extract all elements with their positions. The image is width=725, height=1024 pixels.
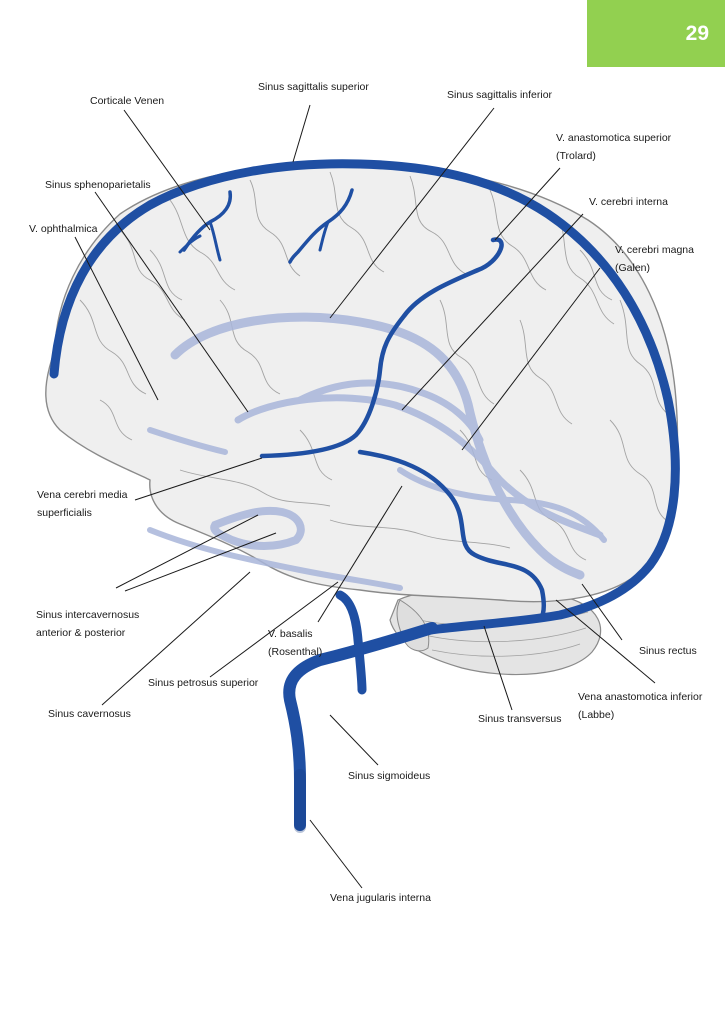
- label-sinus-sphenoparietalis: Sinus sphenoparietalis: [45, 179, 151, 191]
- label-sinus-sagittalis-superior: Sinus sagittalis superior: [258, 81, 369, 93]
- label-sinus-rectus: Sinus rectus: [639, 645, 697, 657]
- sinus-petrosus-path: [335, 590, 367, 695]
- label-v-basalis: V. basalis(Rosenthal): [268, 628, 323, 658]
- leader-lines: [74, 104, 656, 889]
- label-vena-anastomotica-inferior: Vena anastomotica inferior(Labbe): [578, 691, 703, 721]
- cortical-vein-2: [288, 188, 354, 264]
- label-sinus-sigmoideus: Sinus sigmoideus: [348, 770, 431, 782]
- sinus-sagittalis-superior-path: [49, 159, 680, 635]
- label-v-anastomotica-superior: V. anastomotica superior(Trolard): [556, 132, 672, 162]
- page-number: 29: [685, 21, 709, 45]
- label-v-ophthalmica: V. ophthalmica: [29, 223, 98, 235]
- sinus-sigmoideus-path: [283, 622, 438, 831]
- vena-anastomotica-inferior-path: [357, 449, 546, 623]
- label-corticale-venen: Corticale Venen: [90, 95, 165, 107]
- page-number-badge: 29: [587, 0, 725, 67]
- venous-sinuses: [49, 159, 680, 831]
- gyri: [79, 171, 669, 561]
- label-sinus-petrosus-superior: Sinus petrosus superior: [148, 677, 259, 689]
- label-sinus-sagittalis-inferior: Sinus sagittalis inferior: [447, 89, 553, 101]
- v-anastomotica-superior-path: [259, 237, 504, 459]
- label-vena-jugularis-interna: Vena jugularis interna: [330, 892, 431, 904]
- label-v-cerebri-magna: V. cerebri magna(Galen): [615, 244, 694, 274]
- label-sinus-cavernosus: Sinus cavernosus: [48, 708, 131, 720]
- label-v-cerebri-interna: V. cerebri interna: [589, 196, 668, 208]
- label-sinus-transversus: Sinus transversus: [478, 713, 562, 725]
- deep-veins: [147, 312, 607, 591]
